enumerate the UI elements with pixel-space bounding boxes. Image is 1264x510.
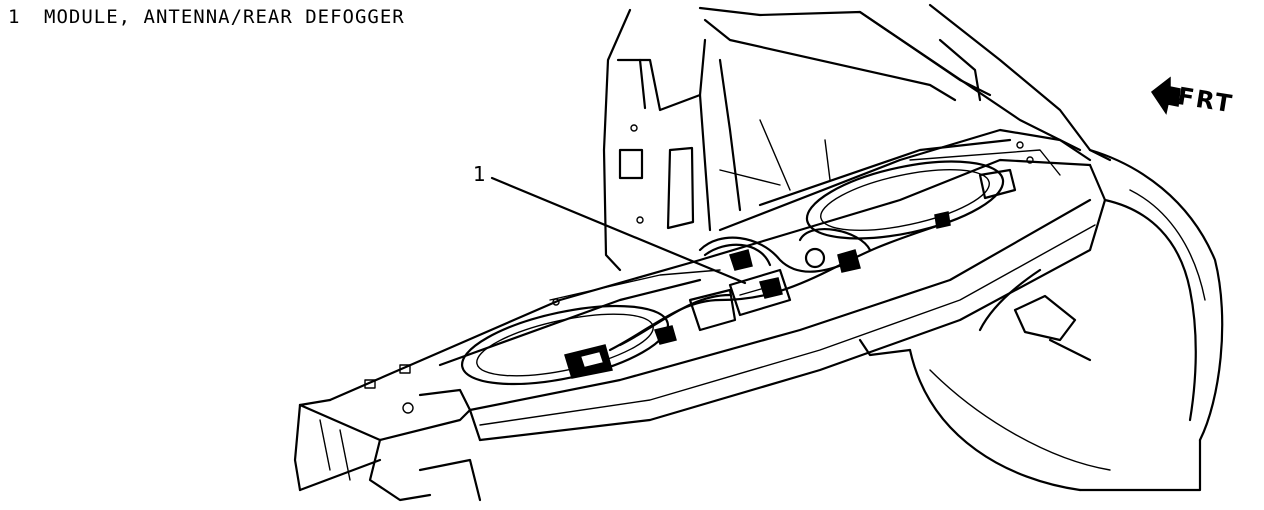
rear-window-frame — [698, 3, 1112, 212]
legend-number: 1 — [8, 6, 21, 28]
b-pillar — [602, 8, 712, 272]
shelf-front-trim — [468, 163, 1107, 442]
callout-leader-line — [490, 176, 747, 285]
front-arrow-icon — [1150, 76, 1181, 115]
upper-shelf — [718, 128, 1092, 232]
antenna-rear-defogger-module — [688, 268, 792, 332]
right-speaker — [805, 160, 1017, 240]
rear-shelf-panel — [293, 158, 1092, 492]
left-speaker — [460, 304, 677, 386]
right-quarter-panel — [858, 148, 1224, 492]
callout-number: 1 — [473, 162, 486, 186]
left-lower-bracket — [298, 388, 482, 502]
legend-text: MODULE, ANTENNA/REAR DEFOGGER — [44, 6, 405, 28]
legend-entry: 1 MODULE, ANTENNA/REAR DEFOGGER — [8, 6, 405, 28]
